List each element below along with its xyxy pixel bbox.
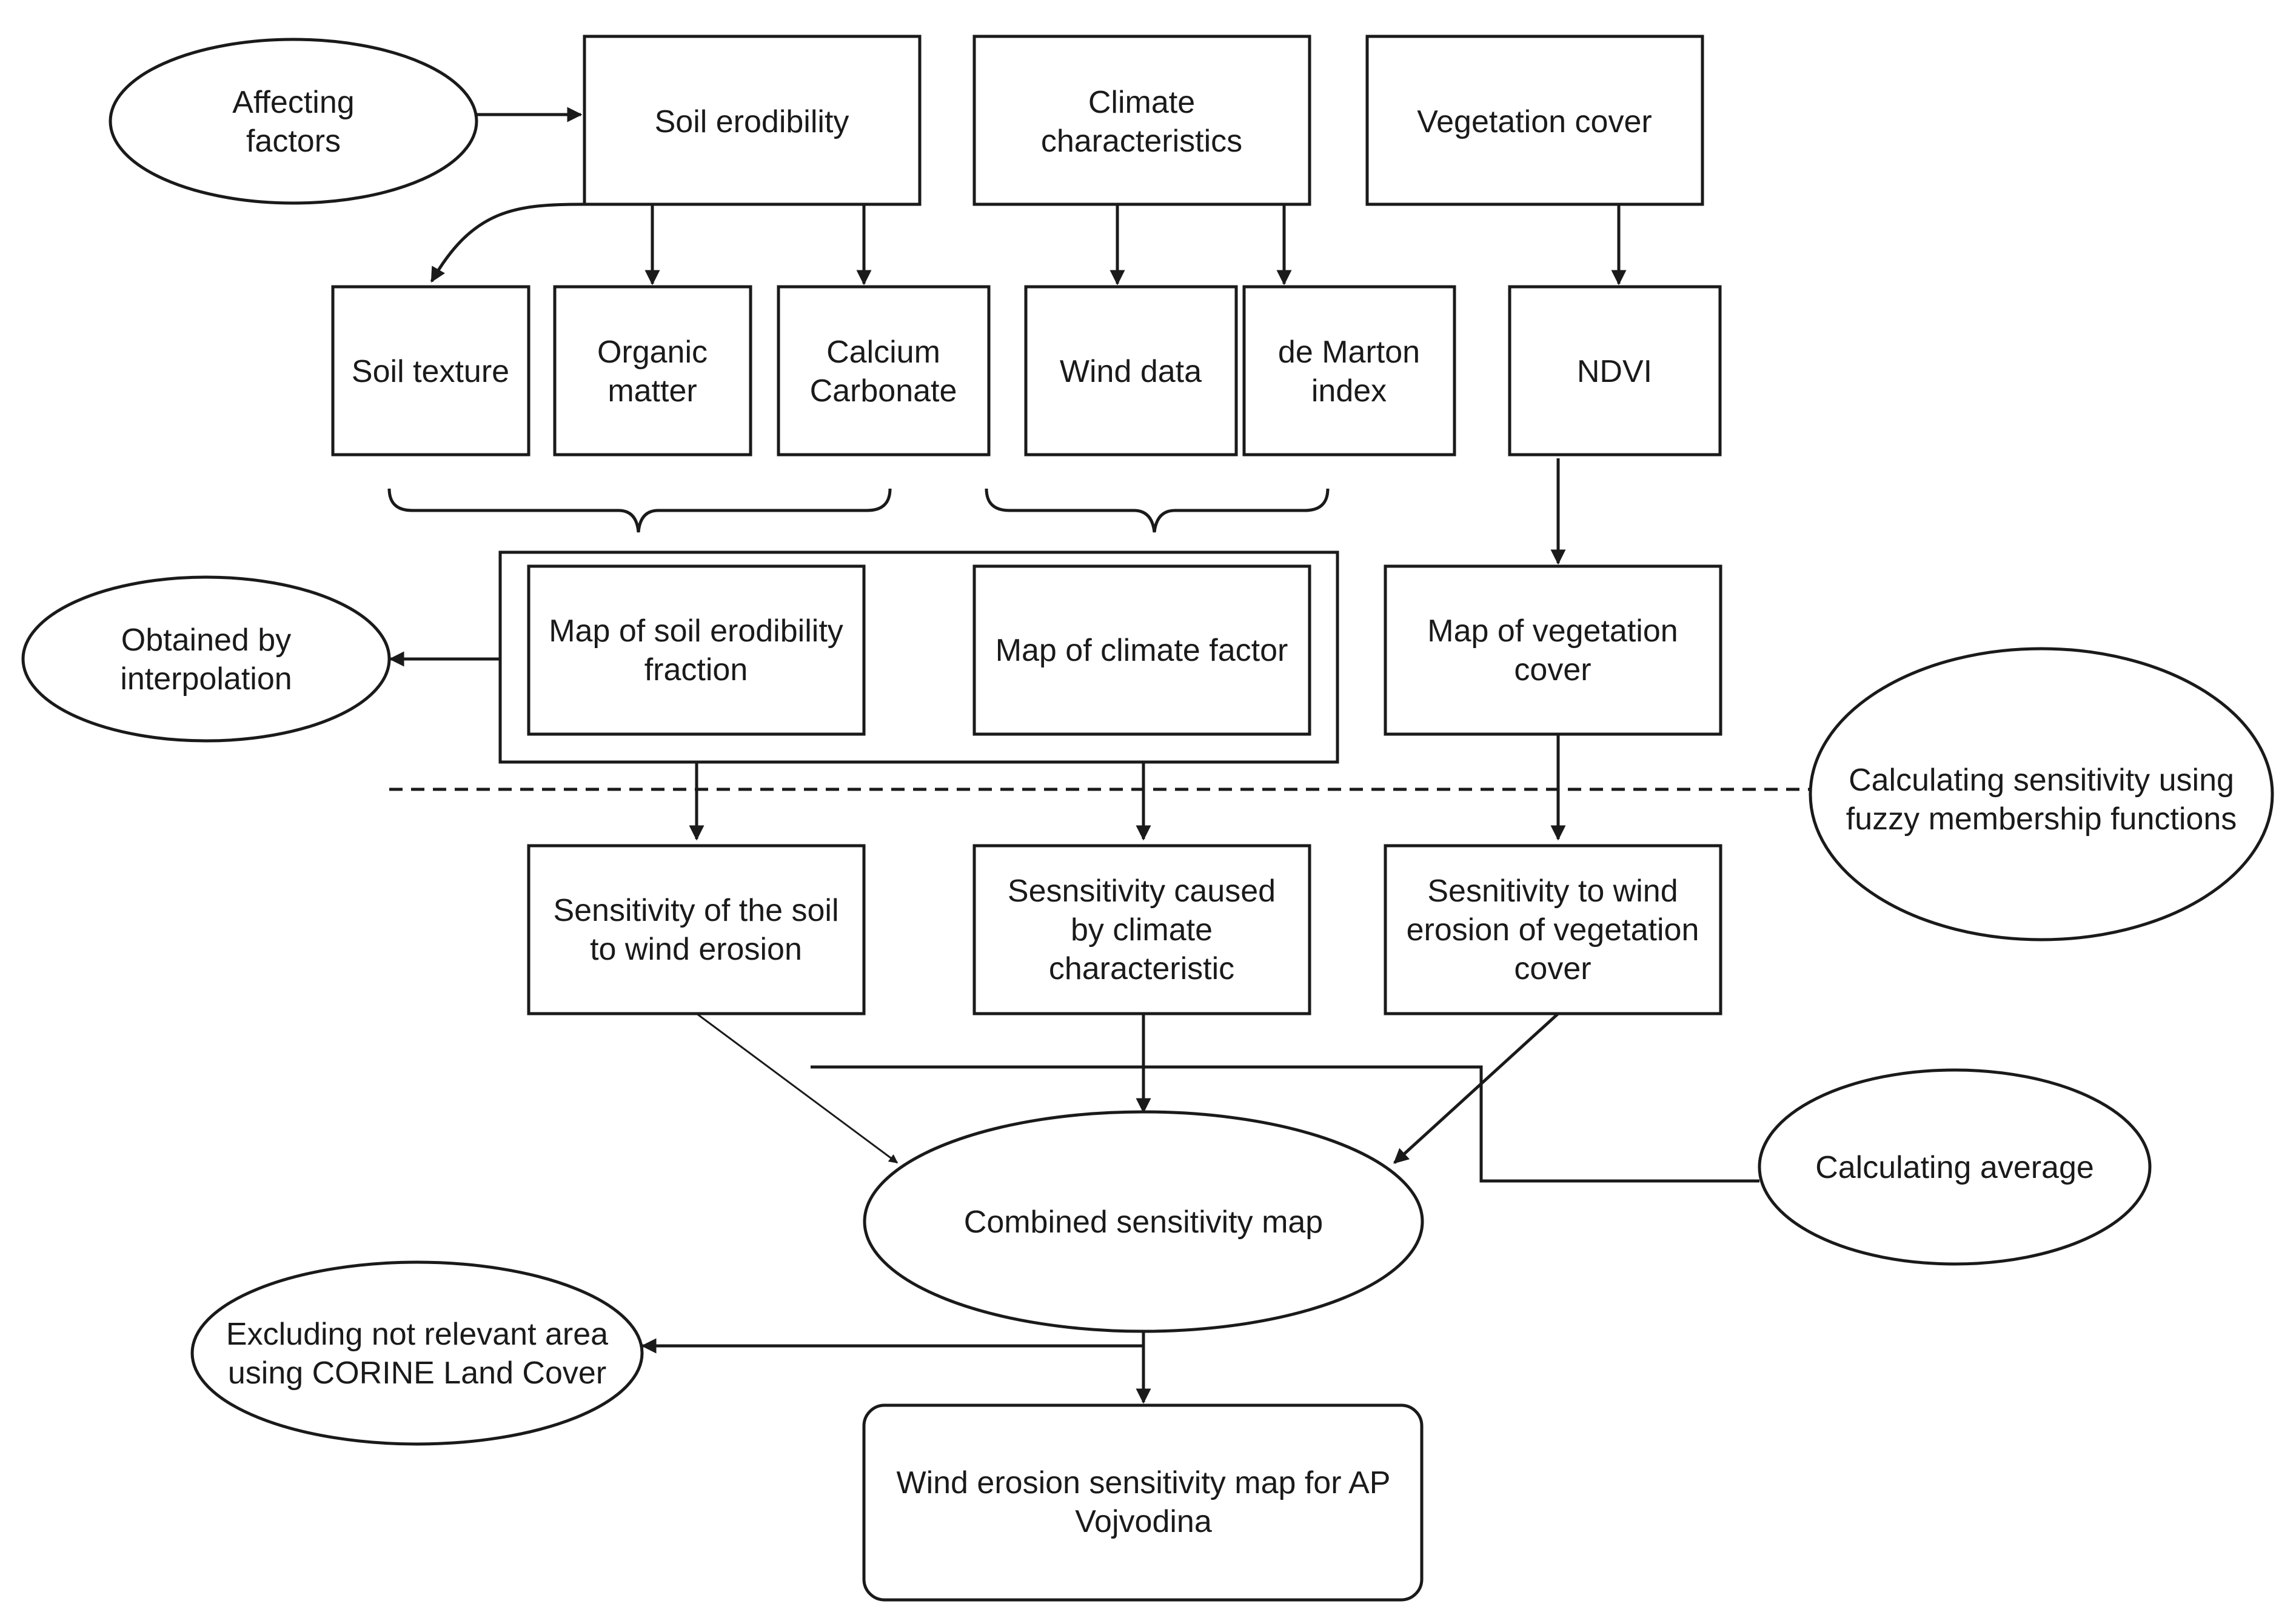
- label-wind-erosion-sensitivity-map: Wind erosion sensitivity map for AP Vojvo…: [897, 1465, 1391, 1539]
- label-line: Wind erosion sensitivity map for AP: [897, 1465, 1391, 1500]
- label-map-climate-factor: Map of climate factor: [996, 633, 1288, 668]
- box-sensitivity-soil-wind-erosion: [527, 844, 866, 1015]
- label-line: Map of climate factor: [996, 633, 1288, 668]
- label-calculating-average: Calculating average: [1815, 1150, 2094, 1185]
- label-line: factors: [246, 124, 341, 159]
- label-soil-texture: Soil texture: [352, 354, 509, 389]
- box-organic-matter: [553, 285, 752, 457]
- label-line: Wind data: [1060, 354, 1202, 389]
- label-line: Vegetation cover: [1417, 104, 1652, 139]
- label-line: cover: [1514, 951, 1591, 986]
- label-affecting-factors: Affecting factors: [232, 85, 354, 159]
- label-line: characteristics: [1041, 124, 1242, 159]
- label-line: fraction: [644, 652, 748, 687]
- label-line: Affecting: [232, 85, 354, 120]
- label-combined-sensitivity-map: Combined sensitivity map: [964, 1205, 1323, 1240]
- box-wind-erosion-sensitivity-map: [862, 1403, 1424, 1602]
- label-sensitivity-soil-wind-erosion: Sensitivity of the soil to wind erosion: [553, 893, 838, 967]
- label-line: Map of soil erodibility: [549, 614, 843, 649]
- box-map-climate-factor: [972, 564, 1311, 736]
- label-line: index: [1311, 373, 1387, 409]
- label-line: Soil erodibility: [655, 104, 849, 139]
- ellipse-combined-sensitivity-map: [863, 1110, 1424, 1333]
- label-line: Combined sensitivity map: [964, 1205, 1323, 1240]
- label-line: matter: [607, 373, 697, 409]
- label-line: cover: [1514, 652, 1591, 687]
- brace-soil-properties: [387, 488, 892, 533]
- box-soil-texture: [331, 285, 530, 457]
- box-soil-erodibility: [583, 35, 922, 206]
- label-line: Sesnitivity to wind: [1427, 874, 1678, 909]
- label-soil-erodibility: Soil erodibility: [655, 104, 849, 139]
- label-line: Soil texture: [352, 354, 509, 389]
- ellipse-nodes: [21, 38, 2274, 1446]
- label-excluding-not-relevant-area: Excluding not relevant area using CORINE …: [226, 1317, 608, 1391]
- label-line: using CORINE Land Cover: [228, 1356, 606, 1391]
- label-line: Sensitivity of the soil: [553, 893, 838, 928]
- label-line: de Marton: [1278, 335, 1420, 370]
- label-line: characteristic: [1049, 951, 1234, 986]
- ellipse-obtained-by-interpolation: [21, 575, 391, 743]
- label-line: fuzzy membership functions: [1846, 801, 2237, 837]
- box-sensitivity-vegetation: [1384, 844, 1722, 1015]
- label-wind-data: Wind data: [1060, 354, 1202, 389]
- ellipse-affecting-factors: [109, 38, 478, 205]
- label-line: Carbonate: [810, 373, 957, 409]
- label-line: Obtained by: [121, 623, 291, 658]
- label-line: interpolation: [120, 661, 292, 697]
- node-labels: Affecting factors Soil erodibility Climat…: [120, 85, 2237, 1539]
- box-nodes: [331, 35, 1722, 1602]
- label-line: to wind erosion: [590, 932, 802, 967]
- box-wind-data: [1024, 285, 1238, 457]
- label-ndvi: NDVI: [1577, 354, 1652, 389]
- ellipse-calculating-average: [1758, 1068, 2152, 1266]
- box-de-marton-index: [1242, 285, 1456, 457]
- box-calcium-carbonate: [777, 285, 991, 457]
- label-climate-characteristics: Climate characteristics: [1041, 85, 1242, 159]
- box-map-soil-erodibility-fraction: [527, 564, 866, 736]
- brace-climate-properties: [985, 488, 1330, 533]
- label-line: Calcium: [826, 335, 940, 370]
- box-vegetation-cover: [1365, 35, 1704, 206]
- box-ndvi: [1508, 285, 1722, 457]
- label-line: NDVI: [1577, 354, 1652, 389]
- box-sensitivity-climate: [972, 844, 1311, 1015]
- label-line: erosion of vegetation: [1407, 912, 1699, 948]
- label-line: Calculating average: [1815, 1150, 2094, 1185]
- ellipse-calculating-sensitivity-fuzzy: [1809, 647, 2274, 941]
- label-line: Vojvodina: [1075, 1504, 1212, 1539]
- label-line: Calculating sensitivity using: [1849, 763, 2234, 798]
- box-map-vegetation-cover: [1384, 564, 1722, 736]
- label-line: Organic: [597, 335, 708, 370]
- average-bracket-line: [811, 1065, 1759, 1183]
- ellipse-excluding-not-relevant-area: [190, 1260, 644, 1446]
- label-line: by climate: [1071, 912, 1213, 948]
- arrow-vegsens-to-combined: [1393, 1012, 1559, 1164]
- label-vegetation-cover: Vegetation cover: [1417, 104, 1652, 139]
- arrow-soilsens-to-combined: [696, 1012, 899, 1164]
- label-line: Sesnsitivity caused: [1008, 874, 1276, 909]
- label-line: Map of vegetation: [1427, 614, 1678, 649]
- label-line: Climate: [1088, 85, 1195, 120]
- label-line: Excluding not relevant area: [226, 1317, 608, 1352]
- arrow-soil-to-texture: [430, 202, 584, 283]
- box-climate-characteristics: [972, 35, 1311, 206]
